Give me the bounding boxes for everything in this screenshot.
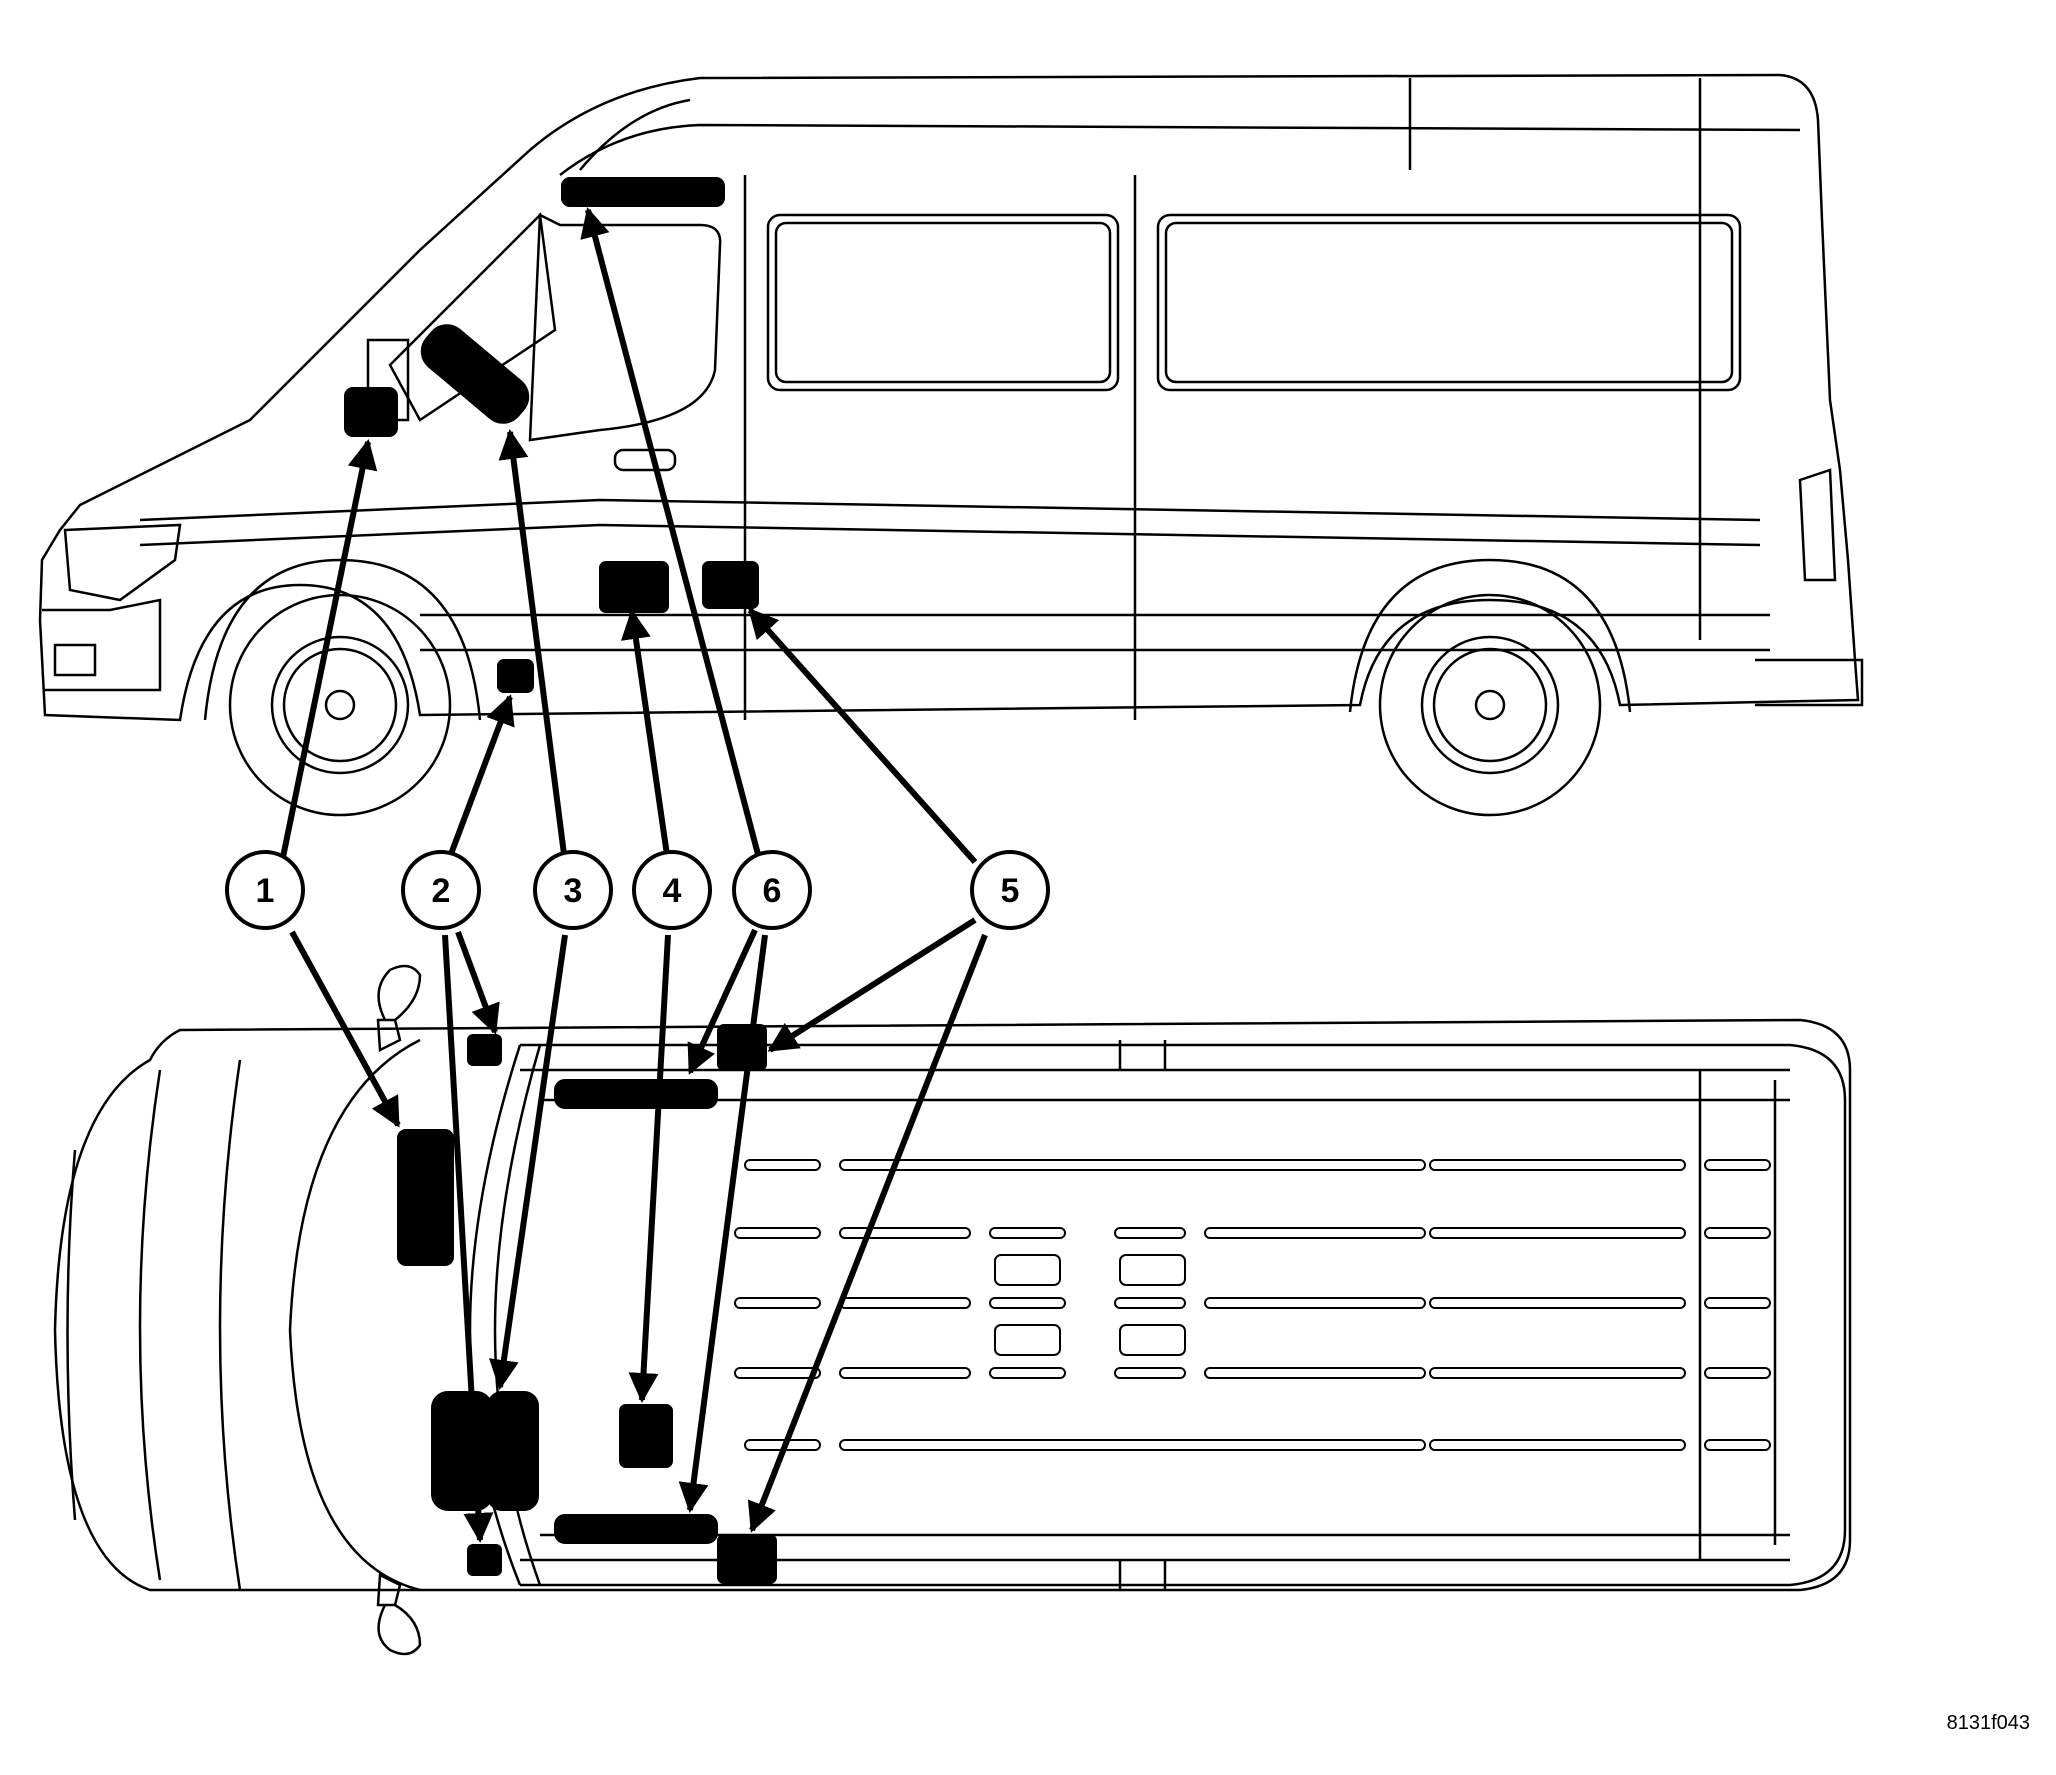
top-component-6-right	[554, 1514, 718, 1544]
side-windshield	[388, 212, 557, 422]
figure-id: 8131f043	[1946, 1712, 2030, 1734]
callout-5-label: 5	[1001, 872, 1020, 910]
side-rear-wheel	[1378, 593, 1602, 817]
top-mirror-left	[376, 964, 422, 1052]
callout-6-label: 6	[763, 872, 782, 910]
side-window-2	[1156, 213, 1742, 392]
top-component-3b	[487, 1391, 539, 1511]
callout-3: 3	[533, 850, 613, 930]
callout-5: 5	[970, 850, 1050, 930]
roof-ribs	[734, 1159, 1771, 1451]
side-component-2	[497, 659, 534, 693]
callout-6: 6	[732, 850, 812, 930]
side-roof-line	[559, 123, 1801, 176]
top-component-2-left	[467, 1034, 502, 1066]
callout-4: 4	[632, 850, 712, 930]
side-component-5	[702, 561, 759, 609]
side-component-6	[561, 177, 725, 207]
top-component-2-right	[467, 1544, 502, 1576]
leader-lines	[279, 207, 988, 1543]
side-front-wheel	[228, 593, 452, 817]
side-component-3	[420, 324, 530, 424]
side-component-1	[344, 387, 398, 437]
callout-2-label: 2	[432, 872, 451, 910]
top-component-1	[397, 1129, 454, 1266]
top-components	[397, 1024, 777, 1584]
side-window-1	[766, 213, 1120, 392]
side-headlight	[63, 523, 182, 602]
top-component-6-left	[554, 1079, 718, 1109]
top-component-5-right	[717, 1534, 777, 1584]
callout-1: 1	[225, 850, 305, 930]
side-components	[344, 177, 759, 693]
side-front-door-window	[528, 213, 722, 442]
side-front-bumper	[42, 598, 162, 692]
top-body-outline	[53, 1018, 1852, 1592]
top-component-5-left	[717, 1024, 767, 1071]
callout-4-label: 4	[663, 872, 682, 910]
callout-1-label: 1	[256, 872, 275, 910]
side-component-4	[599, 561, 669, 613]
van-top-view	[53, 964, 1852, 1656]
side-body-outline	[38, 73, 1860, 722]
top-component-3a	[431, 1391, 493, 1511]
top-component-4	[619, 1404, 673, 1468]
side-tail-light	[1798, 468, 1837, 582]
callout-2: 2	[401, 850, 481, 930]
callout-3-label: 3	[564, 872, 583, 910]
top-mirror-right	[376, 1573, 422, 1656]
